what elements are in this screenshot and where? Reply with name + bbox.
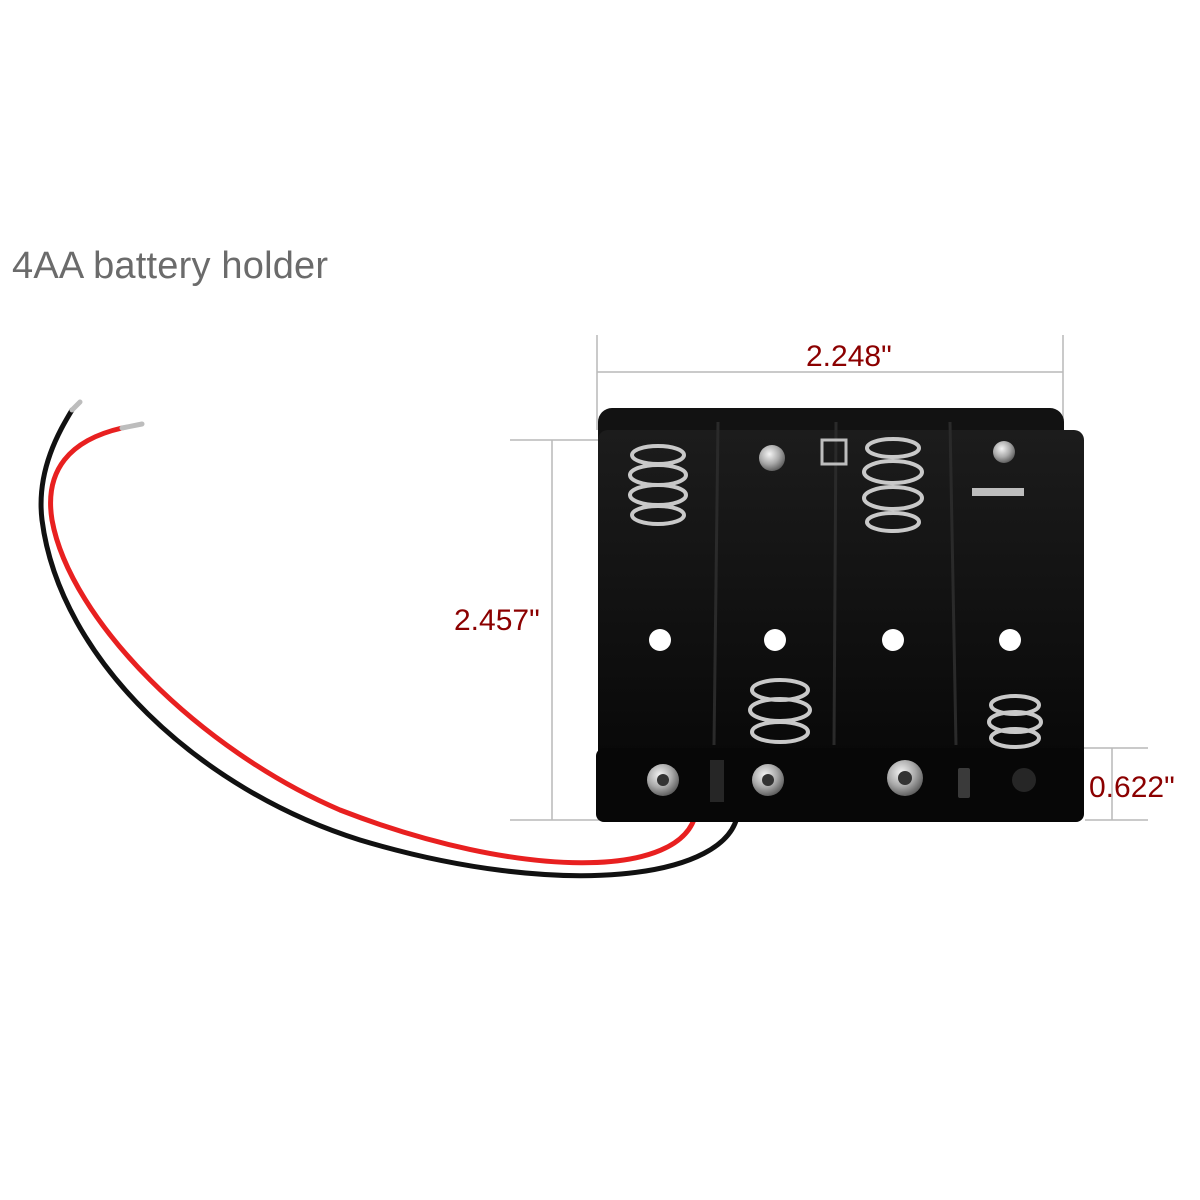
spring-top-left bbox=[628, 444, 688, 526]
springs bbox=[628, 437, 1043, 749]
black-wire-tip bbox=[69, 399, 83, 413]
red-wire-tip bbox=[119, 421, 145, 431]
spring-bottom-right bbox=[987, 694, 1043, 749]
battery-holder bbox=[596, 408, 1084, 822]
product-title: 4AA battery holder bbox=[12, 245, 329, 287]
width-dimension-label: 2.248" bbox=[806, 340, 892, 373]
spring-top-center bbox=[862, 437, 924, 533]
spring-bottom-center-left bbox=[748, 678, 812, 744]
wire-leads bbox=[38, 399, 741, 879]
holder-tray bbox=[598, 430, 1084, 820]
red-wire bbox=[48, 425, 699, 866]
thickness-dimension-label: 0.622" bbox=[1089, 771, 1175, 804]
rivets bbox=[647, 760, 1036, 802]
dimension-lines bbox=[510, 335, 1148, 821]
contact-plates bbox=[759, 438, 1024, 496]
mounting-holes bbox=[649, 629, 1021, 651]
slot-dividers bbox=[712, 421, 958, 746]
black-wire bbox=[38, 407, 741, 879]
height-dimension-label: 2.457" bbox=[454, 604, 540, 637]
